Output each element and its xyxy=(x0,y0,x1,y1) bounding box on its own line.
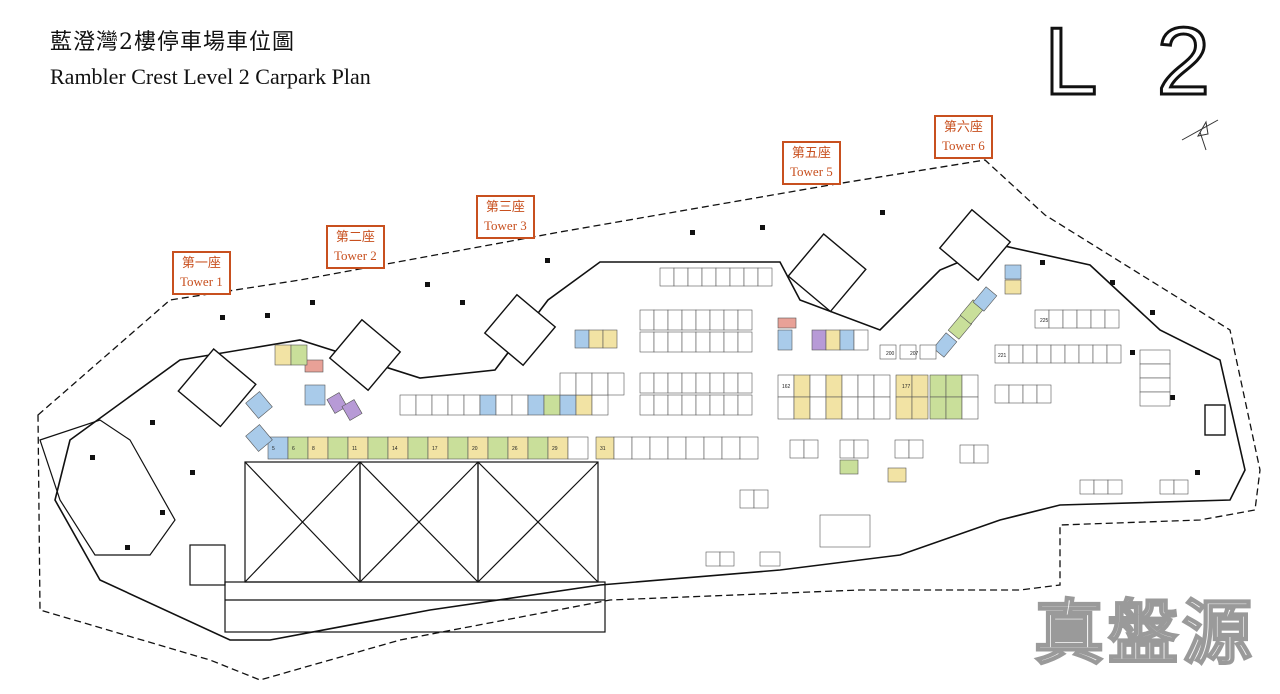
tower-3-en: Tower 3 xyxy=(484,218,527,233)
site-boundary xyxy=(37,159,1261,681)
tower-1-zh: 第一座 xyxy=(181,256,221,271)
svg-text:14: 14 xyxy=(392,446,398,452)
svg-text:17: 17 xyxy=(432,446,438,452)
svg-text:20: 20 xyxy=(472,446,478,452)
tower-label-1: 第一座 Tower 1 xyxy=(172,251,231,295)
svg-text:31: 31 xyxy=(600,446,606,452)
svg-text:8: 8 xyxy=(312,446,315,452)
svg-text:177: 177 xyxy=(902,384,911,390)
tower-5-zh: 第五座 xyxy=(791,146,831,161)
svg-text:207: 207 xyxy=(910,351,919,357)
tower-1-annex xyxy=(39,419,226,586)
parking-south-blocks xyxy=(705,439,989,567)
tower-2-zh: 第二座 xyxy=(335,230,375,245)
level-label: L 2 xyxy=(1043,8,1228,115)
svg-text:5: 5 xyxy=(272,446,275,452)
svg-text:29: 29 xyxy=(552,446,558,452)
svg-text:11: 11 xyxy=(352,446,357,452)
svg-text:200: 200 xyxy=(886,351,895,357)
lot-labels: 5 6 8 11 14 17 20 26 29 31 162 177 221 225 200 2… xyxy=(272,318,1049,452)
parking-row-south xyxy=(267,436,759,460)
svg-text:221: 221 xyxy=(998,353,1007,359)
watermark: 真盤源 xyxy=(1033,591,1256,675)
svg-text:6: 6 xyxy=(292,446,295,452)
svg-text:26: 26 xyxy=(512,446,518,452)
tower-cores xyxy=(177,208,1226,436)
parking-grid-far-east xyxy=(994,309,1189,495)
tower-1-en: Tower 1 xyxy=(180,274,223,289)
parking-grid-central xyxy=(639,267,773,416)
parking-west xyxy=(245,329,618,452)
tower-3-zh: 第三座 xyxy=(485,200,525,215)
parking-northeast xyxy=(879,264,1022,360)
tower-label-5: 第五座 Tower 5 xyxy=(782,141,841,185)
columns xyxy=(90,210,1200,550)
tower-6-en: Tower 6 xyxy=(942,138,985,153)
svg-text:225: 225 xyxy=(1040,318,1049,324)
tower-label-6: 第六座 Tower 6 xyxy=(934,115,993,159)
title-chinese: 藍澄灣2樓停車場車位圖 xyxy=(50,30,295,55)
title-block: 藍澄灣2樓停車場車位圖 Rambler Crest Level 2 Carpar… xyxy=(50,24,371,90)
tower-6-zh: 第六座 xyxy=(943,120,983,135)
parking-grid-east xyxy=(304,317,979,420)
tower-label-3: 第三座 Tower 3 xyxy=(476,195,535,239)
tower-2-en: Tower 2 xyxy=(334,248,377,263)
parking-row-middle xyxy=(399,372,625,416)
svg-text:162: 162 xyxy=(782,384,791,390)
tower-label-2: 第二座 Tower 2 xyxy=(326,225,385,269)
title-english: Rambler Crest Level 2 Carpark Plan xyxy=(50,64,371,89)
lower-bays xyxy=(224,461,606,633)
tower-5-en: Tower 5 xyxy=(790,164,833,179)
north-arrow-icon xyxy=(1181,119,1219,151)
